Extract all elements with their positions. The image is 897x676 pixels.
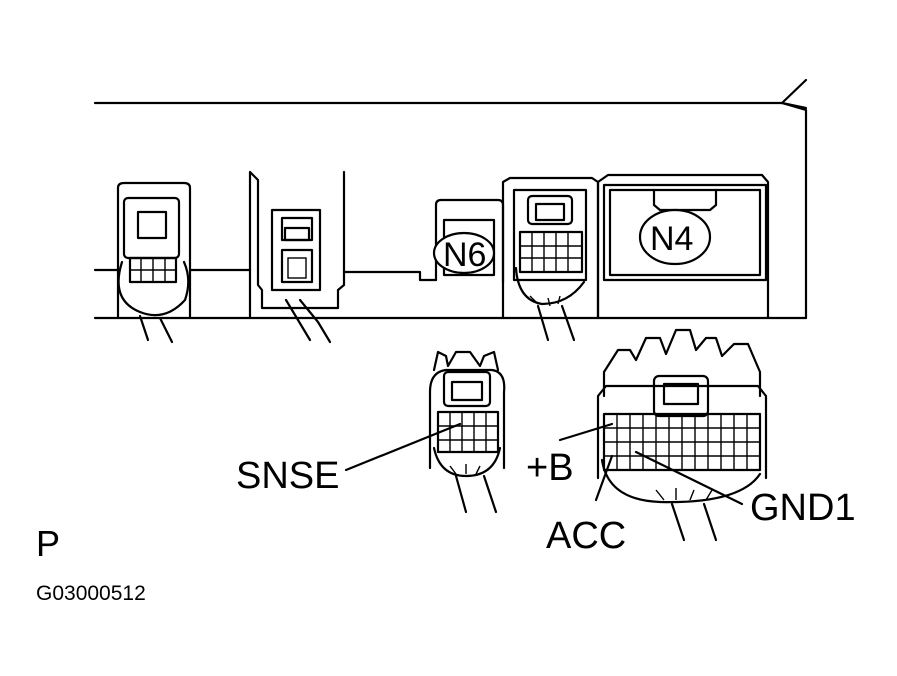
view-letter: P (36, 523, 60, 564)
ecu-housing (93, 78, 808, 320)
figure-code: G03000512 (36, 582, 146, 605)
connector-snse (428, 350, 506, 514)
n4-label: N4 (650, 220, 693, 258)
leader-lines (344, 422, 744, 506)
gnd1-label: GND1 (750, 487, 856, 529)
connector-n4: N4 (596, 173, 770, 320)
connector-left (116, 181, 192, 344)
connector-harness-top (501, 176, 600, 342)
b-plus-label: +B (526, 447, 574, 489)
n6-label: N6 (443, 236, 486, 274)
connector-main (596, 328, 768, 542)
connector-second (248, 170, 346, 344)
connector-n6: N6 (432, 198, 505, 284)
snse-label: SNSE (236, 455, 339, 497)
acc-label: ACC (546, 515, 626, 557)
